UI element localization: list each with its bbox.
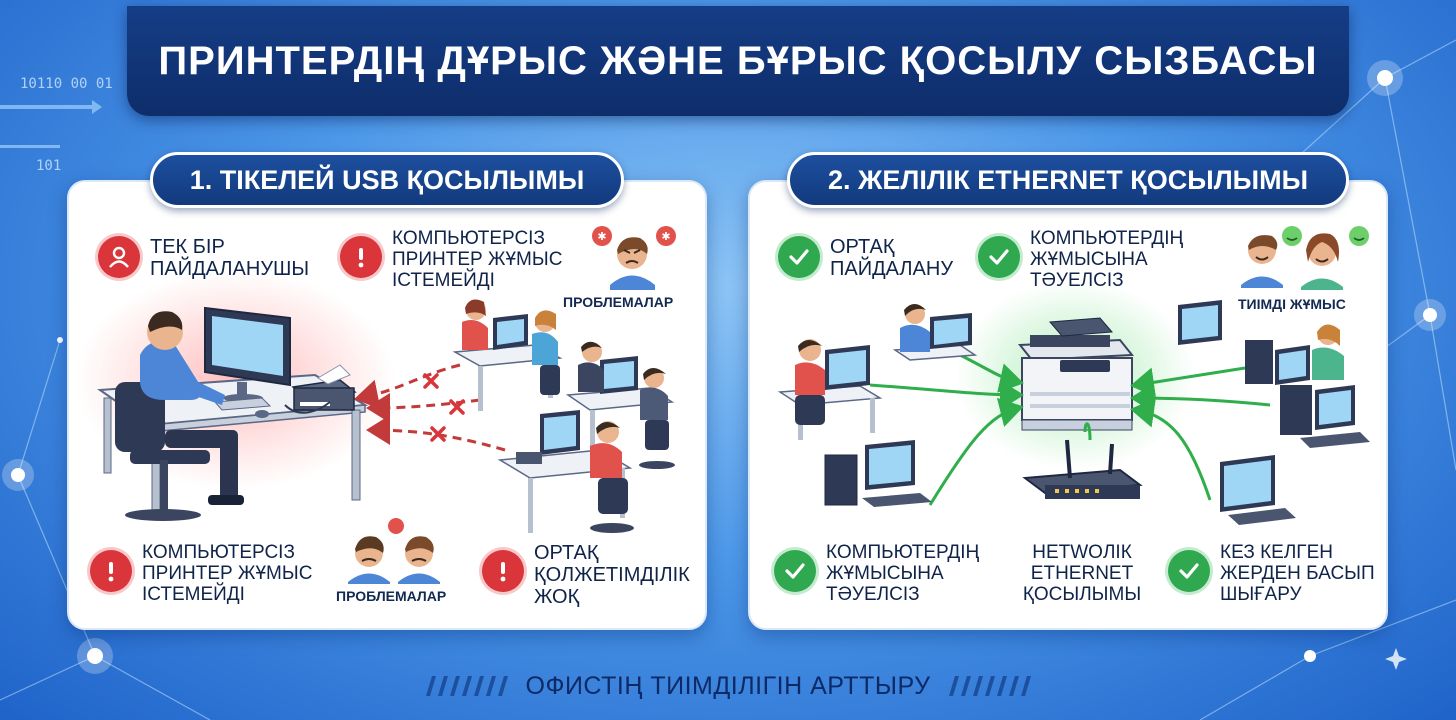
main-user xyxy=(115,311,244,521)
right-item-4-line-3: ШЫҒАРУ xyxy=(1220,584,1302,605)
right-item-3-line-2: ЖҰМЫСЫНА xyxy=(826,563,944,584)
main-monitor xyxy=(204,306,291,402)
title-bar: ПРИНТЕРДІҢ ДҰРЫС ЖӘНЕ БҰРЫС ҚОСЫЛУ СЫЗБА… xyxy=(127,6,1349,116)
footer: ОФИСТІҢ ТИІМДІЛІГІН АРТТЫРУ xyxy=(400,664,1056,708)
user-alert-icon xyxy=(98,236,140,278)
left-item-4: ОРТАҚ ҚОЛЖЕТІМДІЛІК ЖОҚ xyxy=(534,542,690,608)
bg-code-1: 10110 00 01 xyxy=(20,76,113,92)
network-router xyxy=(1022,439,1143,499)
footer-text: ОФИСТІҢ ТИІМДІЛІГІН АРТТЫРУ xyxy=(525,671,931,700)
left-item-1-line-1: ТЕК БІР xyxy=(150,236,225,258)
usb-panel-header: 1. ТІКЕЛЕЙ USB ҚОСЫЛЫМЫ xyxy=(150,152,624,208)
left-item-3: КОМПЬЮТЕРСІЗ ПРИНТЕР ЖҰМЫС ІСТЕМЕЙДІ xyxy=(142,542,312,605)
right-item-2-line-1: КОМПЬЮТЕРДІҢ xyxy=(1030,228,1184,249)
right-item-3-line-3: ТӘУЕЛСІЗ xyxy=(826,584,920,605)
cross-icons xyxy=(423,373,465,442)
right-item-1: ОРТАҚ ПАЙДАЛАНУ xyxy=(830,236,953,280)
right-item-3-line-1: КОМПЬЮТЕРДІҢ xyxy=(826,542,980,563)
efficient-work-caption: ТИІМДІ ЖҰМЫС xyxy=(1238,296,1346,312)
check-icon xyxy=(978,236,1020,278)
check-icon xyxy=(778,236,820,278)
exclamation-icon xyxy=(90,550,132,592)
page-title: ПРИНТЕРДІҢ ДҰРЫС ЖӘНЕ БҰРЫС ҚОСЫЛУ СЫЗБА… xyxy=(158,38,1318,83)
right-item-4-line-2: ЖЕРДЕН БАСЫП xyxy=(1220,563,1375,584)
left-item-3-line-1: КОМПЬЮТЕРСІЗ xyxy=(142,542,295,563)
office-workers-left xyxy=(452,299,675,533)
network-center-label: НЕТWOЛІК ETHERNET ҚОСЫЛЫМЫ xyxy=(1012,542,1152,605)
left-item-2-line-1: КОМПЬЮТЕРСІЗ xyxy=(392,228,545,249)
network-center-line-2: ETHERNET xyxy=(1030,563,1134,584)
bg-code-2: 101 xyxy=(36,158,61,174)
usb-printer xyxy=(291,364,357,411)
sparkle-icon xyxy=(1385,648,1407,670)
right-item-3: КОМПЬЮТЕРДІҢ ЖҰМЫСЫНА ТӘУЕЛСІЗ xyxy=(826,542,979,605)
left-item-2-line-2: ПРИНТЕР ЖҰМЫС xyxy=(392,249,563,270)
right-item-4-line-1: КЕЗ КЕЛГЕН xyxy=(1220,542,1333,563)
svg-text:✱: ✱ xyxy=(661,230,670,243)
exclamation-icon xyxy=(482,550,524,592)
angry-person-icon: ✱ ✱ xyxy=(592,226,676,290)
left-item-2: КОМПЬЮТЕРСІЗ ПРИНТЕР ЖҰМЫС ІСТЕМЕЙДІ xyxy=(392,228,562,291)
check-icon xyxy=(774,550,816,592)
network-center-line-1: НЕТWOЛІК xyxy=(1032,542,1132,563)
angry-people-icon xyxy=(348,518,440,584)
check-icon xyxy=(1168,550,1210,592)
blocked-connections xyxy=(354,363,506,452)
network-center-line-3: ҚОСЫЛЫМЫ xyxy=(1022,584,1142,605)
right-item-4: КЕЗ КЕЛГЕН ЖЕРДЕН БАСЫП ШЫҒАРУ xyxy=(1220,542,1375,605)
right-item-1-line-2: ПАЙДАЛАНУ xyxy=(830,258,954,280)
right-item-2: КОМПЬЮТЕРДІҢ ЖҰМЫСЫНА ТӘУЕЛСІЗ xyxy=(1030,228,1183,291)
left-item-3-line-2: ПРИНТЕР ЖҰМЫС xyxy=(142,563,313,584)
problems-caption-top: ПРОБЛЕМАЛАР xyxy=(563,294,674,310)
right-item-2-line-2: ЖҰМЫСЫНА xyxy=(1030,249,1148,270)
left-item-1-line-2: ПАЙДАЛАНУШЫ xyxy=(150,258,310,280)
workstations-right xyxy=(777,300,1370,525)
right-item-2-line-3: ТӘУЕЛСІЗ xyxy=(1030,270,1124,291)
problems-caption-bottom: ПРОБЛЕМАЛАР xyxy=(336,588,447,604)
ethernet-panel-header: 2. ЖЕЛІЛІК ETHERNET ҚОСЫЛЫМЫ xyxy=(787,152,1349,208)
left-item-1: ТЕК БІР ПАЙДАЛАНУШЫ xyxy=(150,236,309,280)
left-item-4-line-3: ЖОҚ xyxy=(534,586,580,608)
left-item-4-line-2: ҚОЛЖЕТІМДІЛІК xyxy=(534,564,690,586)
left-item-2-line-3: ІСТЕМЕЙДІ xyxy=(392,270,495,291)
happy-people-icon xyxy=(1241,226,1369,290)
right-item-1-line-1: ОРТАҚ xyxy=(830,236,895,258)
left-item-3-line-3: ІСТЕМЕЙДІ xyxy=(142,584,245,605)
stripes-right-icon xyxy=(948,676,1031,696)
left-item-4-line-1: ОРТАҚ xyxy=(534,542,599,564)
network-connections xyxy=(869,353,1271,506)
stripes-left-icon xyxy=(425,676,508,696)
svg-text:✱: ✱ xyxy=(597,230,606,243)
exclamation-icon xyxy=(340,236,382,278)
